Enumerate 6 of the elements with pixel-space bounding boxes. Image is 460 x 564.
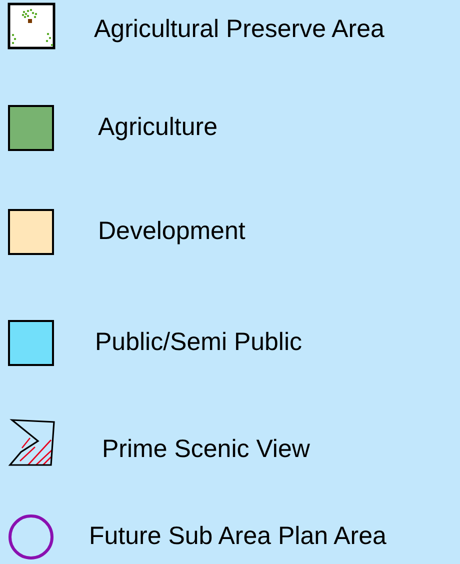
legend-label: Development	[98, 219, 246, 244]
legend-label: Prime Scenic View	[102, 437, 310, 462]
legend-label: Public/Semi Public	[95, 330, 302, 355]
legend-label: Agricultural Preserve Area	[94, 17, 384, 42]
legend-label: Future Sub Area Plan Area	[89, 524, 386, 549]
legend-label: Agriculture	[98, 115, 218, 140]
